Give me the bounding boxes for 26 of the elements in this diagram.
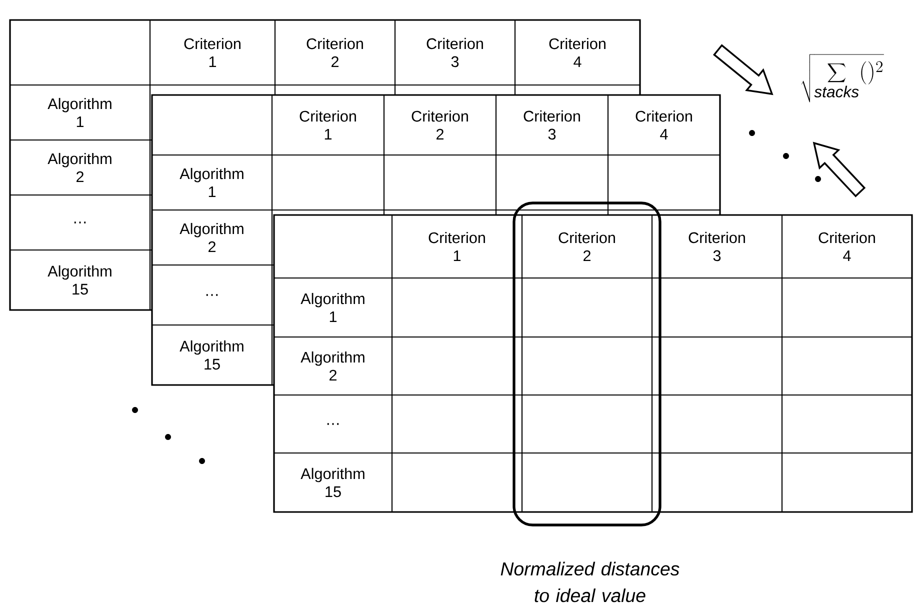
column-header: Criterion 4 xyxy=(549,38,606,68)
row-header: Algorithm 2 xyxy=(180,222,244,252)
column-header: Criterion 2 xyxy=(306,38,363,68)
column-header: Criterion 4 xyxy=(818,232,875,262)
row-header: Algorithm 15 xyxy=(300,468,364,498)
row-header: Algorithm 1 xyxy=(180,168,244,198)
column-header: Criterion 3 xyxy=(688,232,745,262)
row-header: Algorithm 1 xyxy=(300,292,364,322)
formula: $\sqrt{\sum_{\mathit{stacks}} ()^{2}}$ xyxy=(802,54,884,102)
row-header: Algorithm 15 xyxy=(48,265,112,295)
column-header: Criterion 1 xyxy=(428,232,485,262)
column-header: Criterion 2 xyxy=(412,110,468,140)
column-header: Criterion 3 xyxy=(524,110,580,140)
row-header: Algorithm 2 xyxy=(48,152,112,182)
row-header: … xyxy=(74,222,86,224)
row-header: Algorithm 1 xyxy=(48,98,112,128)
column-header: Criterion 1 xyxy=(184,38,240,68)
column-header: Criterion 4 xyxy=(636,110,692,140)
column-header: Criterion 1 xyxy=(300,110,356,140)
row-header: … xyxy=(206,294,218,296)
row-header: … xyxy=(327,423,339,425)
row-header: Algorithm 2 xyxy=(300,351,364,381)
column-header: Criterion 3 xyxy=(426,38,483,68)
column-header: Criterion 2 xyxy=(558,232,615,262)
caption: Normalized distances to ideal value xyxy=(500,562,680,602)
row-header: Algorithm 15 xyxy=(180,340,244,370)
